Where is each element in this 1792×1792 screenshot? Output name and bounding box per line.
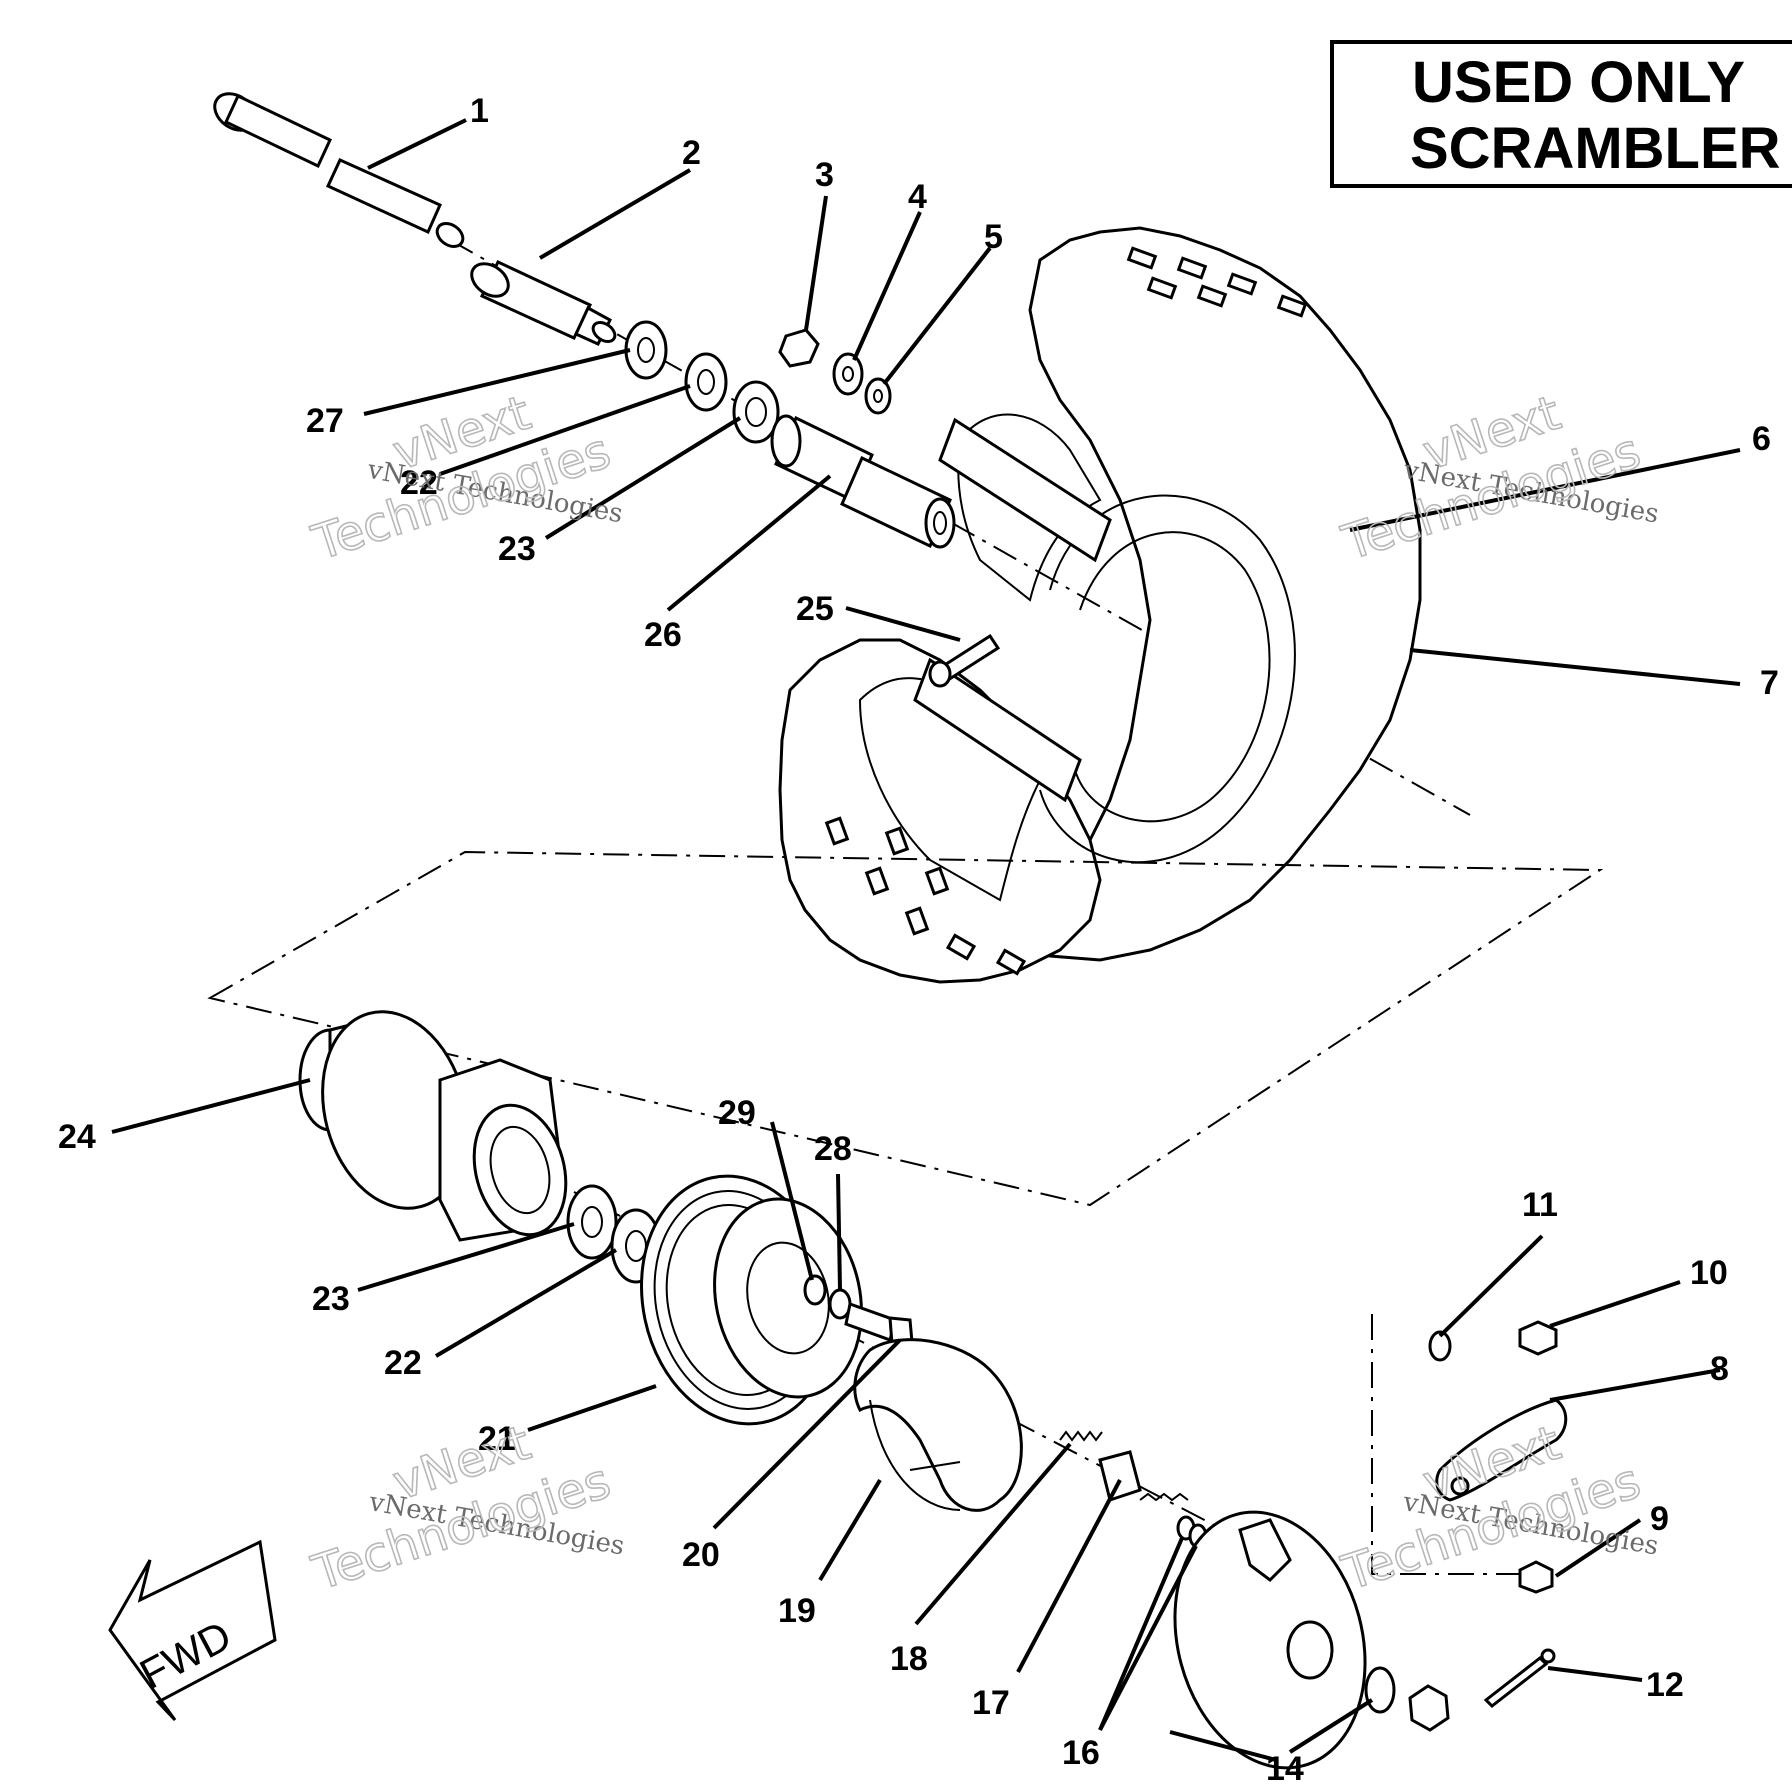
callout-16: 16: [1062, 1734, 1100, 1772]
brake-camshaft: [1098, 1450, 1189, 1502]
leader-lines: [111, 118, 1741, 1762]
callout-28: 28: [814, 1130, 852, 1168]
brake-panel: [1173, 1510, 1367, 1770]
callout-5: 5: [984, 218, 1003, 256]
brake-spring: [1059, 1430, 1103, 1442]
banner-line-2: SCRAMBLER: [1410, 116, 1781, 181]
callout-12: 12: [1646, 1666, 1684, 1704]
axle-shaft: [213, 92, 465, 248]
valve-stem: [928, 633, 1001, 688]
banner-line-1: USED ONLY: [1412, 50, 1745, 115]
spacer-collar: [470, 260, 617, 346]
callout-10: 10: [1690, 1254, 1728, 1292]
brake-drum: [640, 1174, 863, 1426]
spacer-tube: [770, 414, 956, 549]
nut-and-washers: [778, 328, 892, 415]
callout-22-lower: 22: [384, 1344, 422, 1382]
callout-7: 7: [1760, 664, 1779, 702]
lower-assembly-plane: [207, 850, 1604, 1207]
callout-26: 26: [644, 616, 682, 654]
callout-29: 29: [718, 1094, 756, 1132]
brake-arm-set: [1371, 1314, 1568, 1594]
callout-27: 27: [306, 402, 344, 440]
callout-8: 8: [1710, 1350, 1729, 1388]
callout-22-upper: 22: [400, 464, 438, 502]
drum-bolt-set: [803, 1274, 914, 1346]
callout-4: 4: [908, 178, 927, 216]
callout-18: 18: [890, 1640, 928, 1678]
callout-25: 25: [796, 590, 834, 628]
callout-6: 6: [1752, 420, 1771, 458]
callouts: 1 2 3 4 5 6 7 27 22 23 26 25 24 29 28 23…: [58, 92, 1779, 1788]
hub-flange: [298, 1010, 568, 1242]
callout-24: 24: [58, 1118, 96, 1156]
callout-14: 14: [1266, 1750, 1304, 1788]
callout-2: 2: [682, 134, 701, 172]
brake-shoe: [853, 1338, 1023, 1512]
bearing-set-upper: [624, 320, 780, 444]
forward-direction-arrow: FWD: [108, 1539, 277, 1722]
tire-assembly: [778, 226, 1422, 984]
used-only-banner: USED ONLY SCRAMBLER: [1330, 40, 1792, 188]
axle-nut-set: [1364, 1648, 1556, 1732]
callout-17: 17: [972, 1684, 1010, 1722]
callout-23-upper: 23: [498, 530, 536, 568]
callout-23-lower: 23: [312, 1280, 350, 1318]
callout-1: 1: [470, 92, 489, 130]
callout-19: 19: [778, 1592, 816, 1630]
callout-20: 20: [682, 1536, 720, 1574]
callout-11: 11: [1522, 1186, 1558, 1224]
callout-3: 3: [815, 156, 834, 194]
callout-21: 21: [478, 1420, 516, 1458]
callout-9: 9: [1650, 1500, 1669, 1538]
